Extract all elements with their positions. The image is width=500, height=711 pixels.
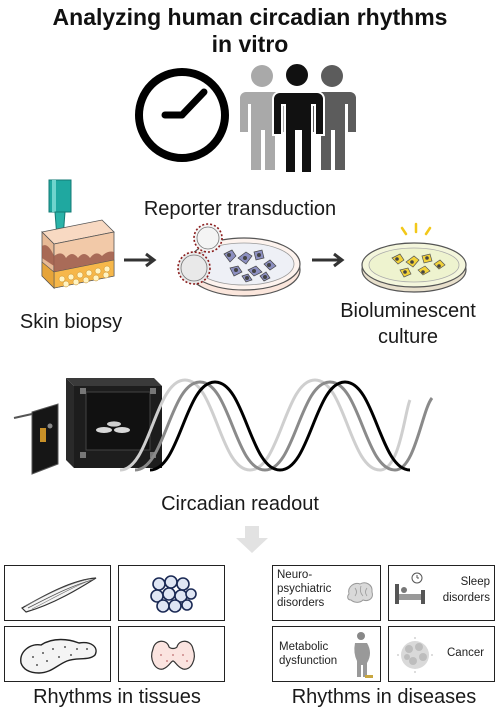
tissue-box-thyroid: [118, 626, 225, 682]
disease-box-sleep: Sleep disorders: [388, 565, 495, 621]
circadian-waves: [119, 378, 434, 472]
skin-biopsy-label: Skin biopsy: [19, 311, 123, 333]
pancreas-icon: [20, 638, 97, 674]
glowing-dish-icon: [361, 222, 467, 293]
wave-dark: [149, 380, 411, 472]
wave-light: [119, 378, 412, 472]
person-icon: [354, 632, 373, 678]
metabolic-label-1: Metabolic: [279, 641, 329, 653]
petri-dish-icon: [177, 223, 301, 297]
sleep-label-2: disorders: [442, 592, 490, 604]
neuro-label-3: disorders: [277, 597, 325, 609]
disease-box-cancer: Cancer: [388, 626, 495, 682]
people-icon: [240, 62, 356, 174]
sleep-label-1: Sleep: [460, 576, 490, 588]
rhythms-tissues-caption: Rhythms in tissues: [33, 686, 201, 708]
tumor-icon: [397, 637, 433, 673]
luminometer-icon: [13, 378, 162, 475]
adipose-icon: [150, 575, 197, 613]
skin-biopsy-icon: [41, 179, 115, 289]
circadian-readout-label: Circadian readout: [161, 493, 319, 515]
bioluminescent-label: Bioluminescent: [340, 300, 476, 322]
neuro-label-2: psychiatric: [277, 583, 332, 595]
wave-mid: [134, 380, 434, 472]
muscle-icon: [21, 577, 97, 613]
metabolic-label-2: dysfunction: [279, 655, 338, 667]
neuro-label-1: Neuro-: [277, 569, 313, 581]
disease-box-metabolic: Metabolic dysfunction: [272, 626, 381, 682]
page-title: Analyzing human circadian rhythms: [52, 4, 448, 30]
disease-box-neuro: Neuro- psychiatric disorders: [272, 565, 381, 621]
reporter-transduction-label: Reporter transduction: [143, 198, 337, 220]
tissue-box-muscle: [4, 565, 111, 621]
clock-icon: [135, 68, 229, 162]
tissue-box-pancreas: [4, 626, 111, 682]
page-title-line2: in vitro: [211, 31, 289, 57]
tissue-box-adipose: [118, 565, 225, 621]
bed-icon: [395, 572, 425, 604]
down-arrow-icon: [236, 526, 268, 553]
arrow-right-icon-2: [312, 252, 345, 268]
cancer-label: Cancer: [447, 647, 485, 659]
brain-icon: [347, 582, 373, 603]
thyroid-icon: [151, 640, 195, 670]
arrow-right-icon: [124, 252, 157, 268]
culture-label: culture: [377, 326, 439, 348]
rhythms-diseases-caption: Rhythms in diseases: [291, 686, 477, 708]
